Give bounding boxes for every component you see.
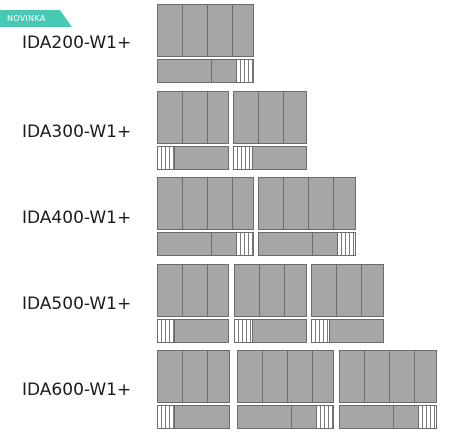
- product-label: IDA600-W1+: [22, 380, 132, 400]
- module-diagram: [157, 4, 254, 83]
- module-diagram: [234, 264, 307, 343]
- module-diagram: [157, 350, 230, 429]
- module-diagram: [237, 350, 334, 429]
- product-label: IDA300-W1+: [22, 122, 132, 142]
- module-diagram: [233, 91, 307, 170]
- module-diagram: [258, 177, 356, 256]
- product-label: IDA400-W1+: [22, 208, 132, 228]
- module-diagram: [157, 177, 254, 256]
- module-diagram: [157, 264, 229, 343]
- badge-label: NOVINKA: [7, 14, 46, 23]
- product-label: IDA200-W1+: [22, 33, 132, 53]
- module-diagram: [157, 91, 229, 170]
- module-diagram: [311, 264, 384, 343]
- product-label: IDA500-W1+: [22, 294, 132, 314]
- module-diagram: [339, 350, 437, 429]
- novinka-badge: NOVINKA: [0, 10, 72, 27]
